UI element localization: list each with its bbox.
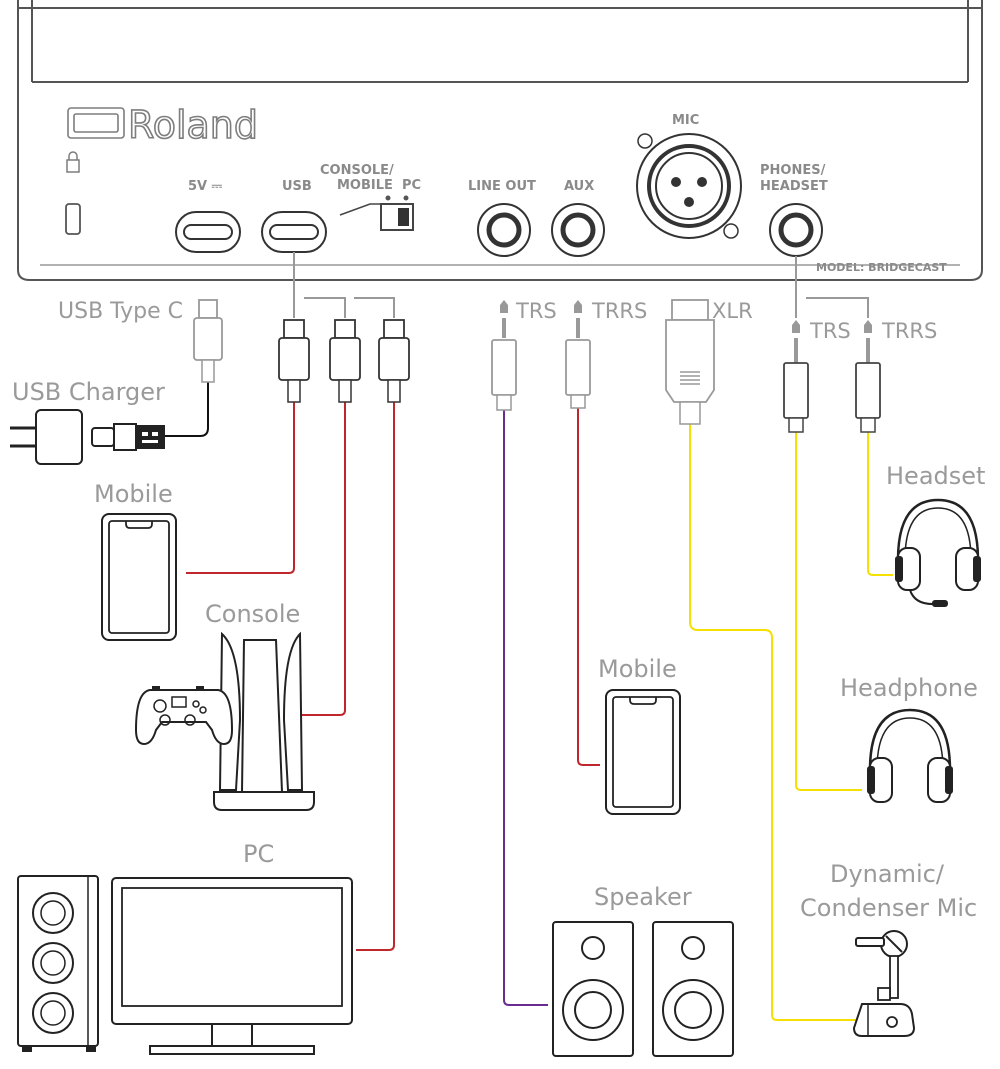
label-usb-type-c: USB Type C [58,299,183,324]
label-headphone: Headphone [840,674,978,702]
port-label-usb: USB [282,179,312,194]
microphone-icon [852,930,916,1037]
label-trs-phones: TRS [809,319,851,343]
usb-cable-mobile [186,402,295,574]
console-icon [213,631,315,811]
switch-label-console: CONSOLE/ [320,163,394,178]
usbc-plug-power [193,299,223,383]
brand-text: Roland [128,103,258,147]
port-label-mic: MIC [672,113,699,128]
power-cable [165,382,209,437]
port-label-aux: AUX [564,179,594,194]
port-mic-xlr [636,133,742,239]
port-line-out-jack [477,203,531,257]
mobile-left-icon [101,513,177,641]
port-label-headset: HEADSET [760,179,828,194]
switch-label-pc: PC [402,178,421,193]
port-phones-jack [769,203,823,257]
usbc-plug-pc [378,319,410,403]
headset-cable [867,432,893,576]
xlr-plug [665,299,715,425]
port-aux-jack [551,203,605,257]
headset-icon [895,498,981,607]
port-5v-usbc [175,211,241,253]
port-usb-usbc [261,211,327,253]
usb-cable-console [300,402,346,716]
label-speaker: Speaker [594,883,692,911]
trrs-plug-headset [855,320,881,433]
console-pc-switch [339,195,414,231]
line-out-cable-speaker [503,410,548,1006]
bridgecast-back-panel [17,0,983,281]
trs-plug-line-out [491,300,517,411]
label-usb-charger: USB Charger [12,378,165,406]
gamepad-icon [134,686,234,746]
headphone-icon [867,708,953,803]
mobile-mid-icon [605,689,681,815]
label-trrs-aux: TRRS [591,299,647,323]
model-label: MODEL: BRIDGECAST [816,261,947,274]
label-trrs-headset: TRRS [881,319,937,343]
phones-cable-headphone [795,432,862,791]
port-label-phones: PHONES/ [760,163,826,178]
speaker-right-icon [652,921,734,1057]
label-mic-line1: Dynamic/ [830,860,945,888]
label-mobile-left: Mobile [94,480,173,508]
label-console: Console [205,600,300,628]
usb-charger-icon [10,409,165,465]
monitor-icon [111,877,353,1055]
kensington-lock-icon [65,151,81,235]
trrs-plug-aux [565,300,591,409]
pc-tower-icon [17,875,99,1052]
label-mic-line2: Condenser Mic [800,894,977,922]
label-pc: PC [243,840,274,868]
label-xlr: XLR [712,299,753,323]
label-headset: Headset [886,462,985,490]
aux-cable-mobile [577,408,600,766]
speaker-left-icon [552,921,634,1057]
port-branch-lines [293,252,869,318]
label-trs-line-out: TRS [515,299,557,323]
switch-label-mobile: MOBILE [337,178,393,193]
roland-logo: Roland [67,102,259,148]
trs-plug-headphone [783,320,809,433]
usbc-plug-console [329,319,361,403]
usb-cable-pc [356,402,395,951]
usbc-plug-mobile [278,319,310,403]
port-label-5v: 5V ⎓ [188,179,223,194]
mic-cable [689,424,856,1021]
port-label-line-out: LINE OUT [468,179,536,194]
label-mobile-mid: Mobile [598,655,677,683]
